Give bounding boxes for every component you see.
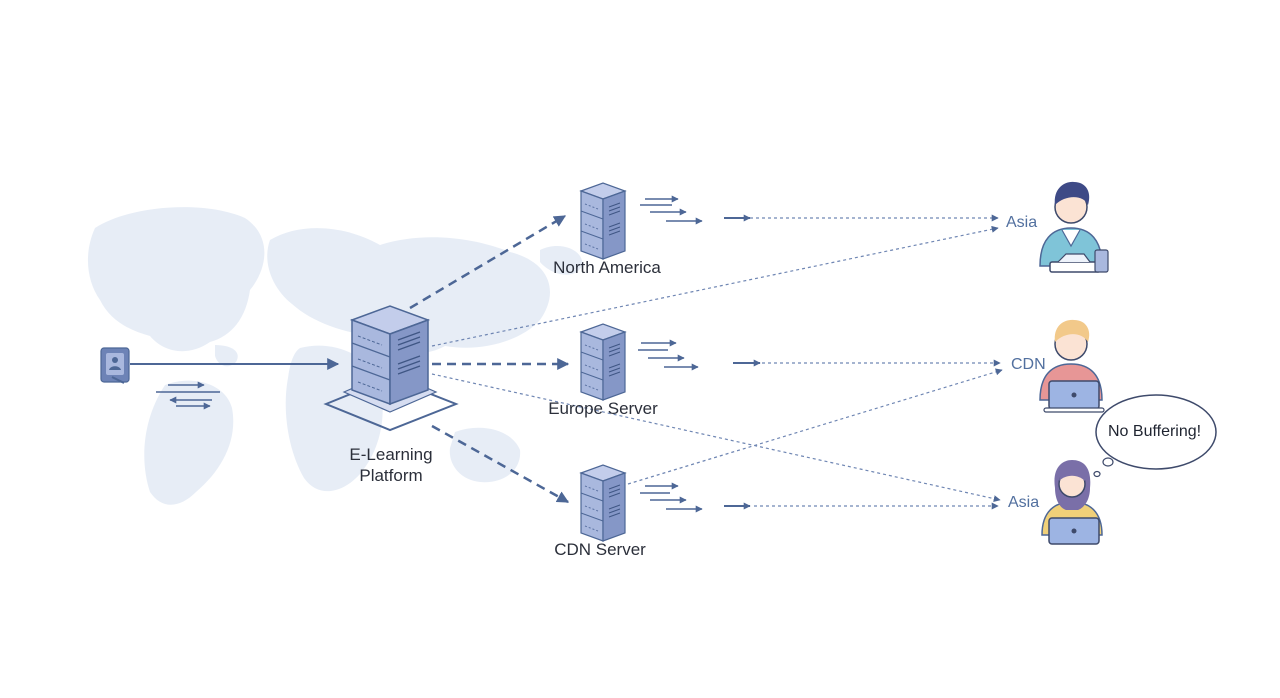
server-label-cdn: CDN Server xyxy=(554,540,646,559)
cross-connections xyxy=(431,214,1003,510)
distribution-arrows xyxy=(409,214,570,504)
user-avatar-cdn xyxy=(1039,319,1105,413)
stream-arrows-cdn xyxy=(640,482,751,513)
source-device-icon xyxy=(100,347,130,384)
server-label-europe: Europe Server xyxy=(548,399,658,418)
world-map-background xyxy=(87,207,583,505)
region-label-asia-bottom: Asia xyxy=(1008,494,1040,511)
stream-arrows-north-america xyxy=(640,195,751,225)
server-label-north-america: North America xyxy=(553,258,661,277)
user-avatar-asia-bottom xyxy=(1041,460,1103,545)
user-avatar-asia-top xyxy=(1039,181,1109,273)
e-learning-platform-server-icon xyxy=(323,305,459,432)
europe-server-icon xyxy=(580,323,626,401)
bidirectional-arrows-icon xyxy=(156,381,220,410)
platform-label-line2: Platform xyxy=(359,466,423,485)
stream-arrows-europe xyxy=(638,339,761,371)
platform-label: E-Learning Platform xyxy=(349,444,432,486)
region-label-asia-top: Asia xyxy=(1006,214,1038,231)
platform-label-line1: E-Learning xyxy=(349,445,433,464)
arrow-to-north-america xyxy=(409,214,567,310)
arrow-to-cdn xyxy=(431,424,570,504)
bubble-text: No Buffering! xyxy=(1108,423,1202,440)
north-america-server-icon xyxy=(580,182,626,260)
speech-bubble xyxy=(1093,394,1217,478)
region-label-cdn: CDN xyxy=(1011,356,1046,373)
cdn-server-icon xyxy=(580,464,626,542)
